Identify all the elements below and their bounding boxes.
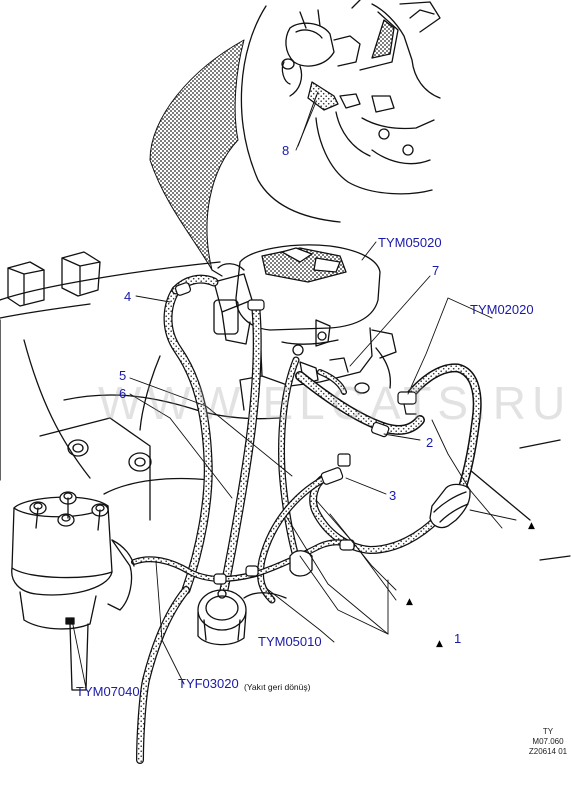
reference-line-1: TY (542, 727, 554, 736)
detail-inset (149, 0, 441, 277)
part-link-tym02020[interactable]: TYM02020 (470, 302, 534, 317)
marker-triangle-right: ▲ (528, 521, 535, 531)
distributor (11, 491, 135, 691)
carburettor (213, 244, 397, 411)
marker-triangle-middle: ▲ (406, 597, 413, 607)
reference-line-3: Z20614 01 (528, 747, 568, 756)
part-link-tyf03020[interactable]: TYF03020 (178, 676, 239, 691)
callout-6: 6 (119, 386, 127, 401)
callout-5: 5 (119, 368, 127, 383)
magnifier-wedge (149, 39, 245, 271)
fuel-return-note: (Yakıt geri dönüş) (244, 682, 311, 692)
marker-triangle-callout-1: ▲ (436, 639, 443, 649)
fuel-filter (429, 483, 471, 529)
part-link-tym05010[interactable]: TYM05010 (258, 634, 322, 649)
callout-8: 8 (282, 143, 290, 158)
callout-4: 4 (124, 289, 132, 304)
callout-7: 7 (432, 263, 440, 278)
clips (174, 282, 417, 585)
fuel-pump (197, 550, 313, 646)
inset-boundary (240, 5, 341, 223)
part-link-tym05020[interactable]: TYM05020 (378, 235, 442, 250)
fuel-hoses (131, 274, 482, 764)
callout-1: 1 (454, 631, 462, 646)
callout-2: 2 (426, 435, 434, 450)
engine-block (0, 251, 571, 561)
reference-code: TY M07.060 Z20614 01 (528, 727, 568, 757)
reference-line-2: M07.060 (532, 737, 564, 746)
part-link-tym07040[interactable]: TYM07040 (76, 684, 140, 699)
leader-lines (71, 101, 517, 689)
callout-3: 3 (389, 488, 397, 503)
